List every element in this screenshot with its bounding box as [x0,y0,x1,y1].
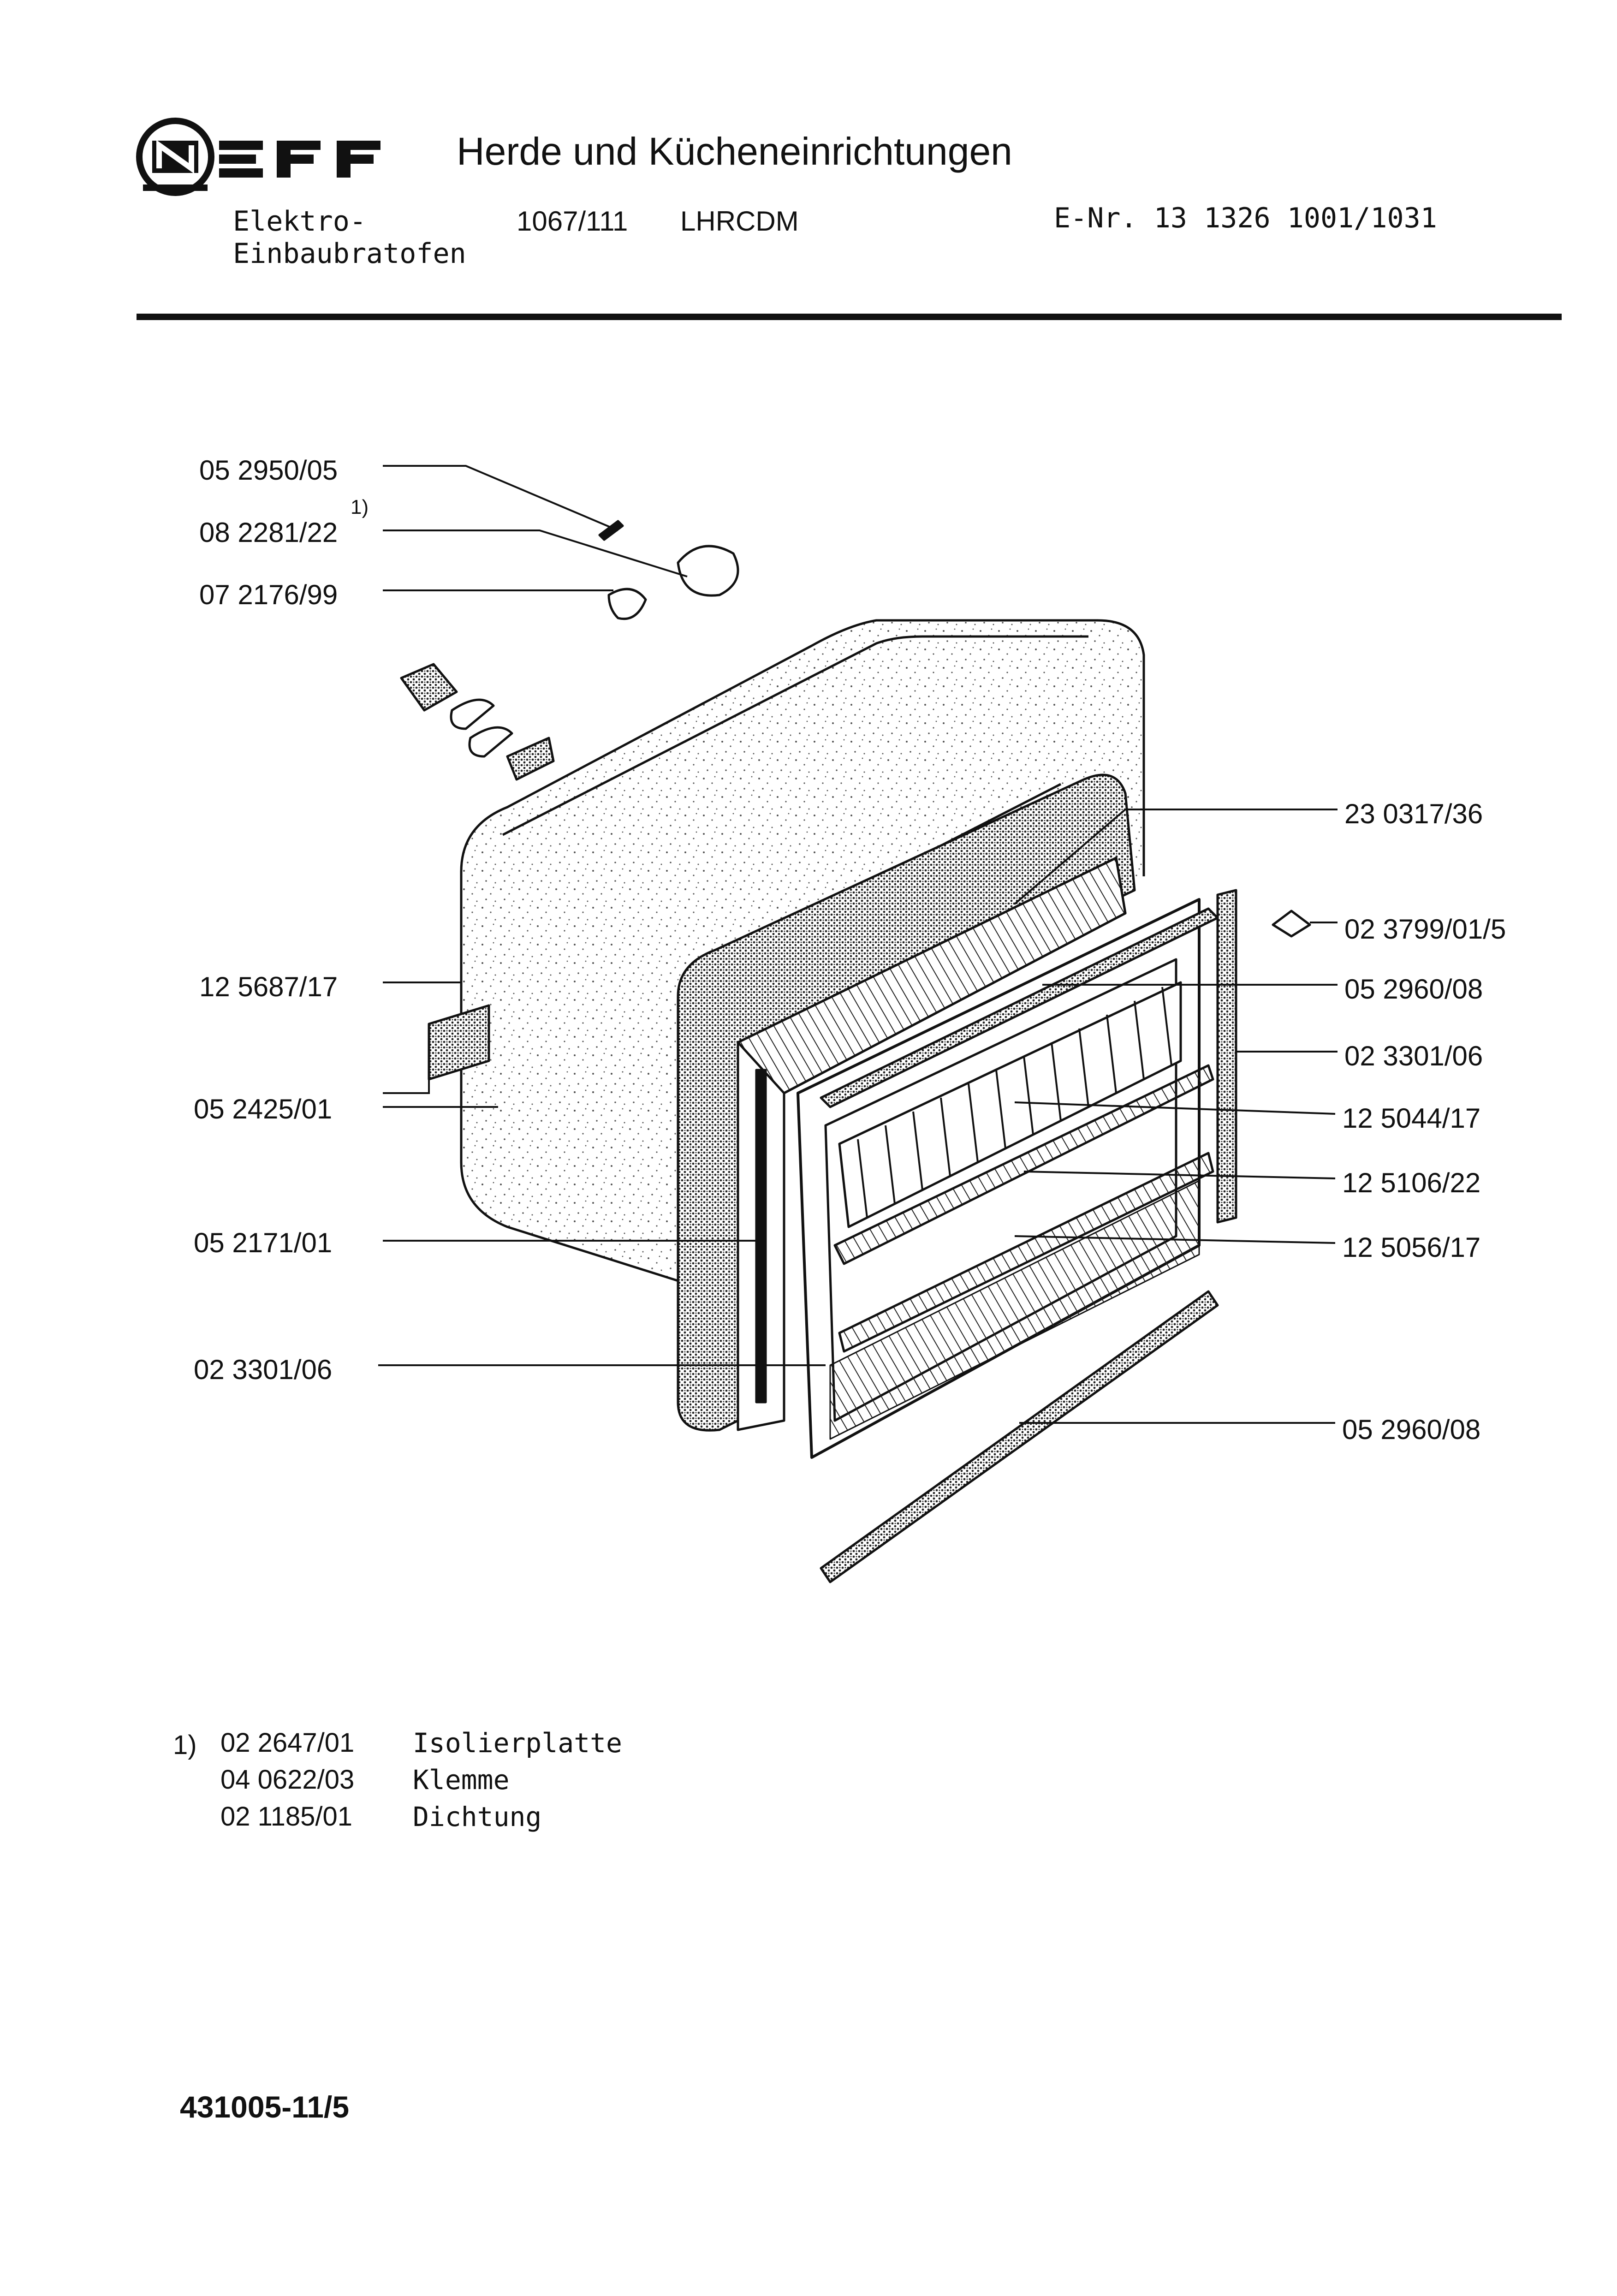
side-rail-left [755,1069,767,1404]
callout-left-4: 12 5687/17 [199,971,338,1002]
callout-right-3: 05 2960/08 [1344,974,1483,1005]
callout-left-5: 05 2425/01 [194,1094,333,1124]
header-rule [137,314,1562,320]
callout-left-1: 05 2950/05 [199,455,338,486]
callout-right-7: 12 5056/17 [1342,1232,1481,1263]
footnote-marker: 1) [173,1730,197,1760]
callout-right-1: 23 0317/36 [1344,798,1483,829]
footnote-part-3: 02 1185/01 [220,1802,352,1832]
lamp-knob [607,588,647,620]
leader-right-5 [1014,1101,1336,1115]
footnote-desc-1: Isolierplatte [413,1727,622,1759]
callout-left-2: 08 2281/22 [199,517,338,548]
door-gasket-strip [820,1290,1219,1583]
baking-tray [833,1064,1214,1265]
callout-left-3: 07 2176/99 [199,579,338,610]
product-line2: Einbaubratofen [233,238,466,270]
callout-left-7: 02 3301/06 [194,1354,333,1385]
document-number: 431005-11/5 [180,2090,350,2124]
leader-right-7 [1014,1235,1336,1244]
product-line1: Elektro- [233,205,366,238]
callout-left-2-sup: 1) [351,496,369,518]
callout-right-4: 02 3301/06 [1344,1041,1483,1071]
leader-right-1 [1014,809,1338,905]
page-title: Herde und Kücheneinrichtungen [457,130,1012,173]
callout-left-6: 05 2171/01 [194,1227,333,1258]
leader-right-6 [1023,1171,1336,1179]
housing-outer [460,619,1145,1162]
lamp-socket [677,545,739,597]
wire-shelf [838,981,1182,1228]
footnote-desc-3: Dichtung [413,1801,542,1832]
footnote-part-1: 02 2647/01 [220,1728,355,1758]
leader-left-2 [383,529,688,577]
callout-right-5: 12 5044/17 [1342,1103,1481,1134]
leader-left-5 [383,1033,430,1094]
clip-part [1272,910,1311,938]
footnote-desc-2: Klemme [413,1764,510,1796]
callout-right-8: 05 2960/08 [1342,1414,1481,1445]
callout-right-2: 02 3799/01/5 [1344,914,1506,945]
model-number: 1067/111 [517,206,628,237]
e-nr: E-Nr. 13 1326 1001/1031 [1054,202,1437,234]
leader-left-1 [383,465,618,531]
drip-pan [838,1152,1214,1353]
model-code: LHRCDM [680,206,799,237]
neff-logo [134,115,420,198]
callout-right-6: 12 5106/22 [1342,1167,1481,1198]
footnote-part-2: 04 0622/03 [220,1765,355,1795]
lamp-fuse [598,520,624,541]
side-rail-right [1216,889,1237,1224]
terminal-block [400,663,458,712]
